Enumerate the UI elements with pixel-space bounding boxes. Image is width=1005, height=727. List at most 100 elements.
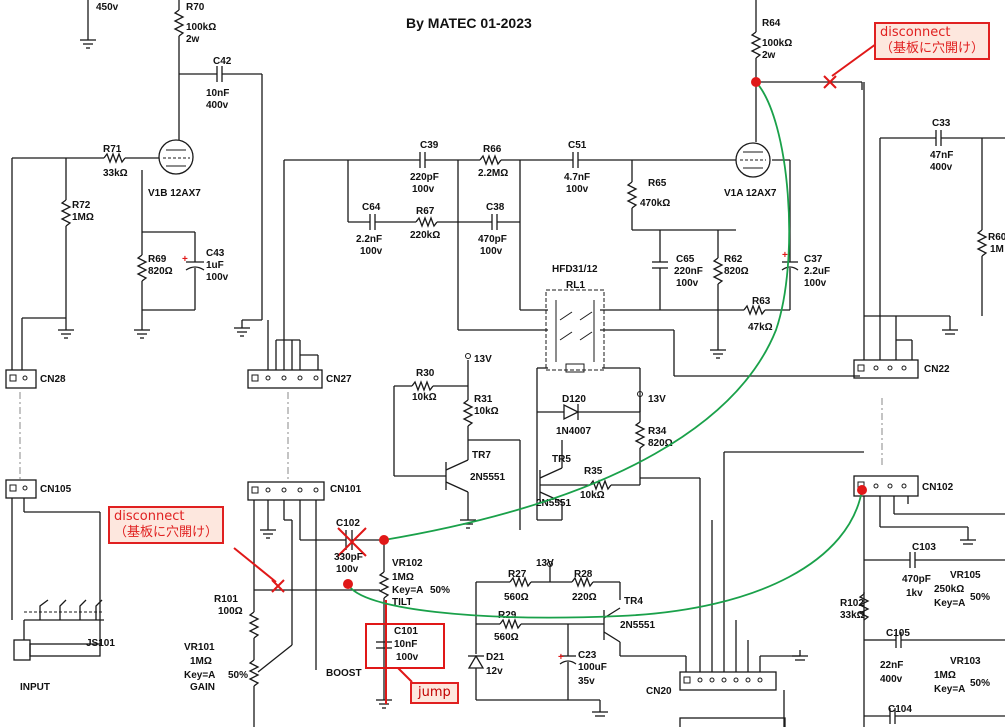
connector-CN20	[640, 451, 864, 727]
jack-JS101	[13, 599, 104, 661]
label-C42-volt: 400v	[206, 100, 229, 111]
disconnect-mark-top	[823, 43, 877, 89]
label-R35-val: 10kΩ	[580, 490, 605, 501]
label-C102-ref: C102	[336, 518, 360, 529]
label-C65-ref: C65	[676, 254, 695, 265]
label-TR5-val: 2N5551	[536, 498, 571, 509]
label-TR7-val: 2N5551	[470, 472, 505, 483]
note-disconnect-top-line1: disconnect	[880, 25, 951, 40]
label-C33-val: 47nF	[930, 150, 953, 161]
resistor-R64	[750, 0, 863, 142]
note-disconnect-left-line1: disconnect	[114, 509, 185, 524]
label-VR101-key: Key=A	[184, 670, 215, 681]
label-C37-val: 2.2uF	[804, 266, 830, 277]
label-D21-ref: D21	[486, 652, 505, 663]
label-R63-val: 47kΩ	[748, 322, 773, 333]
label-C33-ref: C33	[932, 118, 951, 129]
label-C101-volt: 100v	[396, 652, 419, 663]
label-CN101: CN101	[330, 484, 362, 495]
label-VR102-val: 1MΩ	[392, 572, 414, 583]
wire-cathode-V1A	[600, 159, 860, 377]
label-C64-ref: C64	[362, 202, 381, 213]
label-CN105: CN105	[40, 484, 72, 495]
jumper-wire-top	[383, 81, 791, 541]
label-R34-ref: R34	[648, 426, 667, 437]
label-CN20: CN20	[646, 686, 672, 697]
label-HFD: HFD31/12	[552, 264, 598, 275]
label-VR103-val: 1MΩ	[934, 670, 956, 681]
label-TR4-val: 2N5551	[620, 620, 655, 631]
label-V1A: V1A 12AX7	[724, 188, 777, 199]
wire-450v	[80, 0, 96, 49]
label-VR103-pct: 50%	[970, 678, 990, 689]
polarity-C37: +	[782, 250, 788, 261]
note-disconnect-left: disconnect （基板に穴開け）	[108, 506, 225, 544]
cut-mark-C102	[337, 527, 367, 557]
label-D21-val: 12v	[486, 666, 503, 677]
tube-V1B	[158, 139, 194, 175]
label-C38-val: 470pF	[478, 234, 507, 245]
label-R60-val: 1M	[990, 244, 1004, 255]
label-R70-ref: R70	[186, 2, 205, 13]
label-C23-ref: C23	[578, 650, 597, 661]
label-C38-ref: C38	[486, 202, 505, 213]
resistor-R69	[134, 170, 150, 339]
label-C64-volt: 100v	[360, 246, 383, 257]
label-CN28: CN28	[40, 374, 66, 385]
label-R34-val: 820Ω	[648, 438, 673, 449]
resistor-R72	[58, 158, 74, 339]
capacitor-C43	[142, 231, 205, 311]
jumper-wire-bottom	[347, 489, 863, 619]
label-VR105-ref: VR105	[950, 570, 981, 581]
connector-CN22	[853, 315, 958, 379]
label-TR7-ref: TR7	[472, 450, 491, 461]
label-R72-val: 1MΩ	[72, 212, 94, 223]
label-C37-ref: C37	[804, 254, 823, 265]
label-C42-ref: C42	[213, 56, 232, 67]
label-C105-volt: 400v	[880, 674, 903, 685]
label-R71-ref: R71	[103, 144, 122, 155]
label-R72-ref: R72	[72, 200, 91, 211]
label-R60-ref: R60	[988, 232, 1005, 243]
label-v13-b: 13V	[648, 394, 666, 405]
label-VR102-name: TILT	[392, 597, 412, 608]
label-VR101-pct: 50%	[228, 670, 248, 681]
label-VR102-ref: VR102	[392, 558, 423, 569]
label-C23-volt: 35v	[578, 676, 595, 687]
label-C42-val: 10nF	[206, 88, 229, 99]
label-JS101: JS101	[86, 638, 115, 649]
connector-CN27	[247, 369, 323, 389]
label-CN27: CN27	[326, 374, 352, 385]
jumper-point-cn102	[857, 485, 867, 495]
label-R31-ref: R31	[474, 394, 493, 405]
label-C39-ref: C39	[420, 140, 439, 151]
label-R67-ref: R67	[416, 206, 435, 217]
note-jump: jump	[410, 682, 459, 704]
note-disconnect-top: disconnect （基板に穴開け）	[874, 22, 991, 60]
label-VR103-key: Key=A	[934, 684, 965, 695]
label-R64-val: 100kΩ	[762, 38, 792, 49]
label-VR103-ref: VR103	[950, 656, 981, 667]
label-VR101-ref: VR101	[184, 642, 215, 653]
label-VR105-val: 250kΩ	[934, 584, 964, 595]
label-R66-ref: R66	[483, 144, 502, 155]
note-disconnect-top-line2: （基板に穴開け）	[880, 41, 985, 56]
label-C102-volt: 100v	[336, 564, 359, 575]
diode-D120	[537, 403, 640, 421]
note-jump-text: jump	[418, 685, 451, 700]
label-R66-val: 2.2MΩ	[478, 168, 508, 179]
label-CN22: CN22	[924, 364, 950, 375]
label-C51-val: 4.7nF	[564, 172, 590, 183]
tube-V1A	[735, 142, 771, 178]
label-C104: C104	[888, 704, 912, 715]
label-R70-watt: 2w	[186, 34, 200, 45]
label-C51-volt: 100v	[566, 184, 589, 195]
label-C39-val: 220pF	[410, 172, 439, 183]
resistor-R65	[626, 160, 736, 231]
jump-box	[365, 623, 445, 669]
capacitor-C33	[863, 82, 1005, 360]
label-R67-val: 220kΩ	[410, 230, 440, 241]
label-TR4-ref: TR4	[624, 596, 643, 607]
label-R64-ref: R64	[762, 18, 781, 29]
label-R30-ref: R30	[416, 368, 435, 379]
